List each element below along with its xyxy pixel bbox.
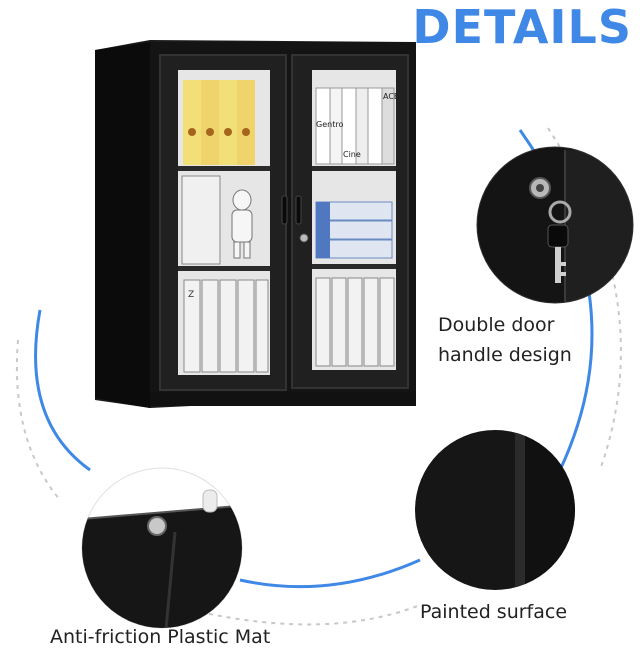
zoom-circle-painted [415, 430, 575, 590]
callout-door-handle: Double door handle design [438, 310, 638, 370]
callout-painted-surface: Painted surface [420, 601, 568, 623]
zoom-circle-mat [81, 467, 243, 629]
page-title: DETAILS [412, 0, 632, 54]
callout-door-line1: Double door [438, 314, 555, 336]
blue-arc-bottom [239, 558, 421, 589]
callout-plastic-mat: Anti-friction Plastic Mat [50, 626, 271, 648]
cabinet [95, 40, 416, 408]
blue-arc-left [34, 309, 91, 472]
callout-door-line2: handle design [438, 344, 572, 366]
dashed-arc-bottom [199, 604, 421, 626]
dashed-arc-left [15, 339, 61, 501]
